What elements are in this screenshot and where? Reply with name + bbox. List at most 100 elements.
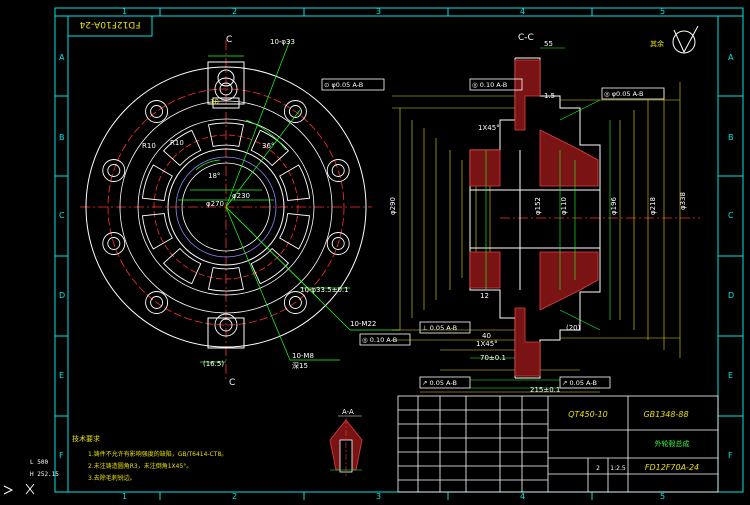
col-number: 4 [520,7,525,16]
material: QT450-10 [568,410,608,419]
callout-label: 深15 [292,361,308,370]
note-line: 3.去除毛刺锐边。 [88,474,136,482]
tolerance-frame: ⊙ φ0.05 A-B [324,81,363,89]
bolt-hole [145,291,169,314]
spoke-window [142,213,173,250]
dim-label: 1X45° [476,340,498,348]
bolt-hole [102,232,126,255]
drawing-number: FD12F70A-24 [645,463,699,472]
spoke-window [162,129,202,167]
spoke-window [162,247,202,285]
bolt-hole [214,77,238,101]
dim-label: φ152 [534,197,542,215]
bolt-hole-pattern [102,77,350,337]
part-name: 外轮毂总成 [655,439,690,448]
col-number: 2 [232,492,237,501]
callout-label: 10-M8 [292,352,314,360]
dim-label: (16.5) [203,360,224,368]
status-line: L 500 [30,459,48,466]
left-view-text: C C φ270 φ230 R10 R10 36° 18° 10 (16.5) … [142,35,376,388]
dim-label: 215±0.1 [530,386,560,394]
dim-label: 10 [210,98,219,106]
spoke-window [207,122,245,147]
row-letter: D [728,291,734,300]
title-block-text: QT450-10 GB1348-88 外轮毂总成 FD12F70A-24 1:2… [568,410,699,472]
col-number: 4 [520,492,525,501]
spoke-window [279,164,310,201]
col-number: 3 [376,7,381,16]
title-block [397,395,719,493]
dim-label: φ218 [649,197,657,215]
callout-label: 10-φ33 [270,38,295,46]
technical-notes: 技术要求 1.铸件不允许有影响强度的缺陷，GB/T6414-CT8。 2.未注铸… [72,434,227,482]
detail-a-a: A-A [329,408,363,476]
dim-label: φ290 [389,197,397,215]
dim-label: R10 [142,142,156,150]
section-view: C-C 55 1.5 40 70±0.1 215±0.1 12 (20) 1X4… [321,25,700,394]
row-letter: F [728,451,733,460]
col-number: 3 [376,492,381,501]
mirror-code-box: FD12F10A-24 [67,15,153,37]
mirror-code: FD12F10A-24 [79,19,140,29]
tolerance-frame: ⊥ 0.05 A-B [422,324,457,332]
section-label-bottom: C [229,378,235,388]
bolt-hole [326,232,350,255]
bolt-hole [145,100,169,123]
row-letter: A [59,53,65,62]
row-letter: B [59,133,65,142]
left-view-dimensions [178,39,400,363]
bolt-hole [283,291,307,314]
row-letter: D [59,291,65,300]
zone-labels: 1 2 3 4 5 1 2 3 4 5 A B C D E F A B C D … [59,7,734,501]
hub-front-view [80,40,372,380]
dim-label: φ110 [560,197,568,215]
tolerance-frame: ↗ 0.05 A-B [422,379,457,387]
status-readout: L 500 H 252.15 [30,459,59,478]
row-letter: A [728,53,734,62]
dim-label: φ196 [610,196,618,215]
row-letter: B [728,133,734,142]
surface-note: 其余 [650,39,664,48]
dim-label: 55 [544,40,553,48]
section-label-top: C [226,35,232,45]
spoke-window [250,247,290,285]
tolerance-frame: ◎ 0.10 A-B [362,336,397,344]
dim-label: 12 [480,292,489,300]
dim-label: (20) [566,324,581,332]
row-letter: E [728,371,733,380]
note-heading: 技术要求 [72,434,100,443]
dim-label: φ270 [206,200,224,208]
col-number: 1 [122,492,127,501]
tolerance-frame: ↗ 0.05 A-B [562,379,597,387]
tolerance-frame: ◎ φ0.05 A-B [604,90,643,98]
row-letter: E [59,371,64,380]
callout-label: 10-φ33.5±0.1 [300,286,349,294]
surface-roughness-symbol [672,25,699,54]
section-title: C-C [518,33,534,43]
dim-label: 40 [482,332,491,340]
spoke-window-pattern [142,122,310,292]
bolt-hole [102,159,126,182]
spoke-window [250,129,290,167]
row-letter: C [59,211,65,220]
standard: GB1348-88 [643,410,688,419]
note-line: 2.未注铸造圆角R3，未注倒角1X45°。 [88,462,192,470]
col-number: 2 [232,7,237,16]
callout-label: 10-M22 [350,320,376,328]
dim-label: 18° [208,172,220,180]
section-hatch [469,59,599,377]
bolt-hole [283,100,307,123]
tolerance-frame: ◎ 0.10 A-B [472,81,507,89]
bolt-hole [214,313,238,337]
dim-label: 1X45° [478,124,500,132]
ucs-icon [3,483,35,495]
col-number: 5 [660,492,665,501]
scale: 1:2.5 [610,465,626,472]
dim-label: 36° [262,142,274,150]
spoke-window [207,267,245,292]
col-number: 5 [660,7,665,16]
dim-label: φ338 [679,192,687,210]
spoke-window [279,213,310,250]
status-line: H 252.15 [30,471,59,478]
